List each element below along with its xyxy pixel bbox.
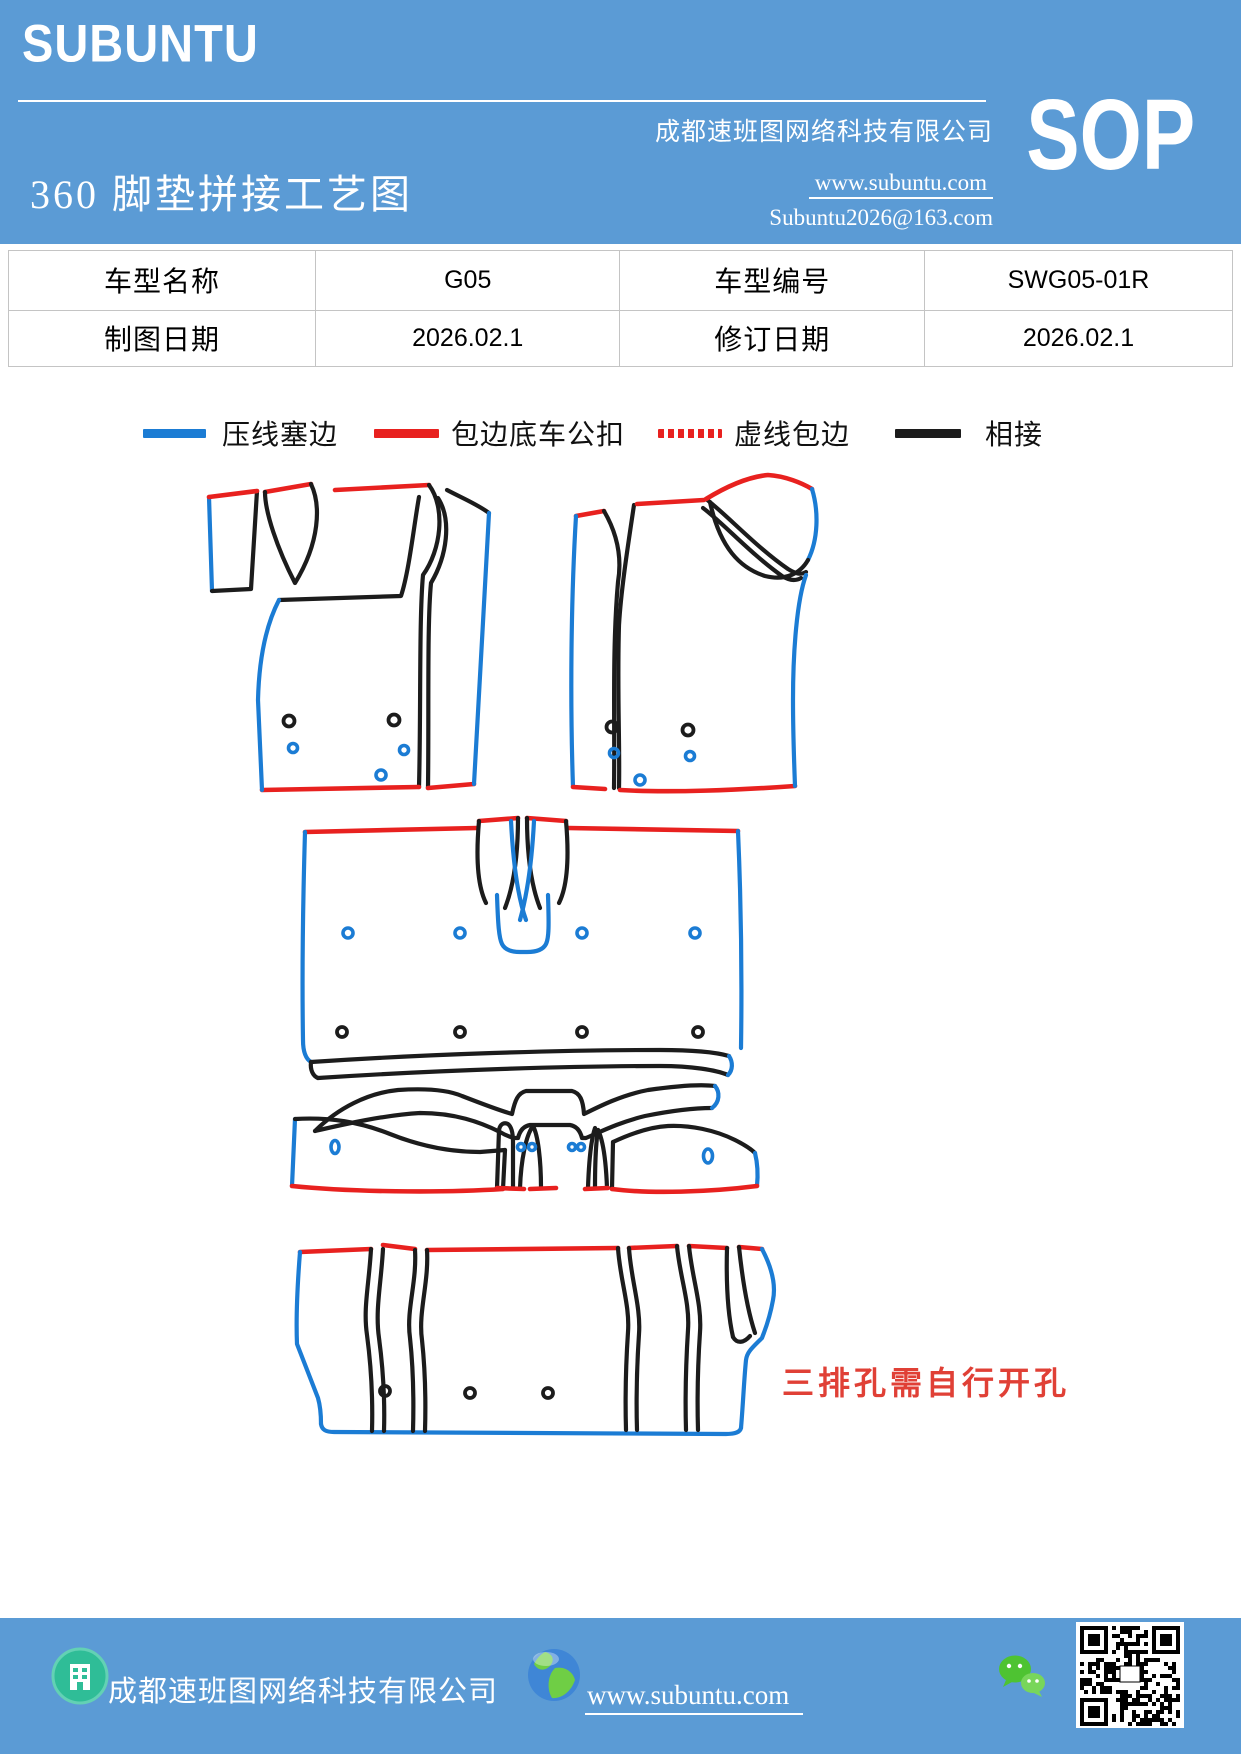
table-value-revise-date: 2026.02.1	[1022, 323, 1135, 352]
trunk-strips	[289, 1053, 760, 1195]
table-label-model-code: 车型编号	[620, 251, 925, 311]
black-line-swatch	[895, 428, 961, 438]
footer: 成都速班图网络科技有限公司 www.subuntu.com	[0, 1618, 1241, 1754]
header-contact-block: 成都速班图网络科技有限公司 www.subuntu.com Subuntu202…	[655, 112, 993, 231]
table-label-model-name: 车型名称	[9, 251, 316, 311]
header: SUBUNTU 360 脚垫拼接工艺图 成都速班图网络科技有限公司 www.su…	[0, 0, 1241, 244]
company-logo: SUBUNTU	[22, 13, 259, 73]
table-label-revise-date: 修订日期	[620, 310, 925, 366]
table-value-draw-date: 2026.02.1	[316, 310, 621, 366]
blue-line-swatch	[143, 428, 206, 438]
table-value-model-code: SWG05-01R	[925, 251, 1232, 311]
table-value-model-name: G05	[315, 251, 621, 311]
footer-website-link[interactable]: www.subuntu.com	[585, 1680, 804, 1715]
header-company-name: 成都速班图网络科技有限公司	[654, 119, 993, 146]
legend-item-red: 包边底车公扣	[374, 414, 625, 452]
legend-item-blue: 压线塞边	[143, 414, 338, 452]
line-type-legend: 压线塞边 包边底车公扣 虚线包边 相接	[0, 414, 1241, 452]
third-row-mat	[294, 1242, 777, 1437]
legend-label: 包边底车公扣	[451, 420, 626, 451]
legend-label: 相接	[985, 420, 1044, 451]
globe-icon	[528, 1649, 580, 1701]
footer-company-name: 成都速班图网络科技有限公司	[108, 1676, 499, 1708]
front-right-mat-group	[569, 472, 819, 794]
drill-holes-annotation: 三排孔需自行开孔	[782, 1365, 1071, 1401]
header-email[interactable]: Subuntu2026@163.com	[769, 205, 993, 230]
legend-item-black: 相接	[895, 414, 1043, 452]
rear-main-mat	[300, 815, 744, 1065]
sop-label: SOP	[1026, 79, 1195, 191]
legend-item-dotted: 虚线包边	[658, 414, 850, 452]
table-label-draw-date: 制图日期	[9, 310, 316, 366]
wechat-icon	[999, 1655, 1045, 1697]
legend-label: 压线塞边	[222, 420, 339, 451]
header-divider	[18, 100, 986, 102]
qr-pattern	[1080, 1626, 1180, 1726]
building-icon	[51, 1647, 109, 1705]
dotted-red-line-swatch	[658, 428, 722, 438]
legend-label: 虚线包边	[734, 420, 851, 451]
header-website-link[interactable]: www.subuntu.com	[808, 170, 993, 199]
front-left-mat-group	[206, 481, 492, 793]
vehicle-info-table: 车型名称 G05 车型编号 SWG05-01R 制图日期 2026.02.1 修…	[8, 250, 1233, 367]
qr-code	[1076, 1622, 1184, 1728]
page-title: 360 脚垫拼接工艺图	[30, 172, 413, 217]
red-line-swatch	[374, 428, 439, 438]
